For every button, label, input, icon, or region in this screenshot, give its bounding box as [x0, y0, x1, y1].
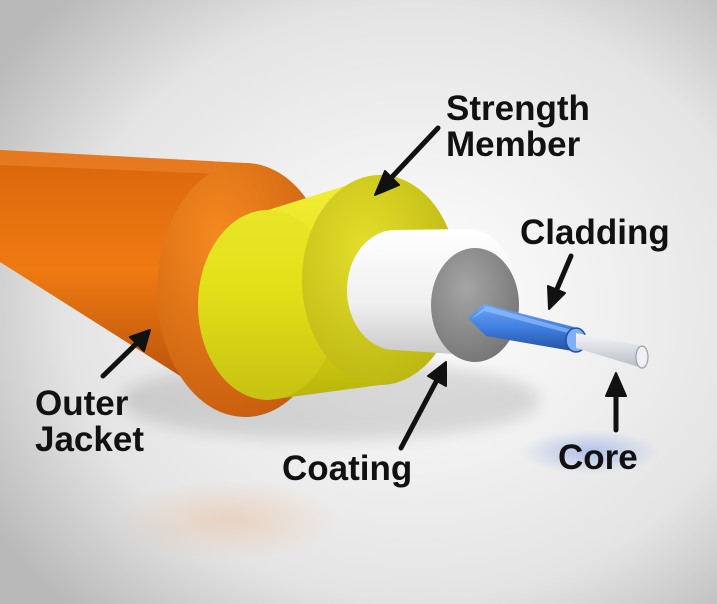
- jacket-reflection: [120, 480, 340, 560]
- strength-member-label-line1: Strength: [446, 89, 590, 128]
- strength-member-arrow: [374, 125, 441, 196]
- buffer-face: [431, 248, 519, 362]
- strength-member-label-line2: Member: [446, 125, 581, 164]
- coating-arrow: [398, 361, 447, 451]
- core-body: [576, 333, 642, 368]
- cladding-body: [468, 304, 578, 352]
- coating-label: Coating: [282, 449, 413, 488]
- outer-jacket-arrow: [100, 329, 151, 379]
- outer-jacket-label: Outer Jacket: [35, 386, 144, 458]
- cladding-label: Cladding: [520, 213, 670, 252]
- outer-jacket-label-line2: Jacket: [35, 420, 144, 459]
- core-arrow: [605, 372, 627, 433]
- core-label: Core: [558, 438, 638, 477]
- strength-member-label: Strength Member: [446, 91, 590, 163]
- outer-jacket-highlight: [0, 150, 245, 175]
- core-glow-reflection: [520, 430, 660, 474]
- strength-member-rear-shade: [198, 210, 338, 400]
- outer-jacket-label-line1: Outer: [35, 384, 129, 423]
- cladding-arrow: [547, 253, 574, 310]
- cladding-highlight: [470, 306, 572, 333]
- core-end-face: [635, 345, 649, 369]
